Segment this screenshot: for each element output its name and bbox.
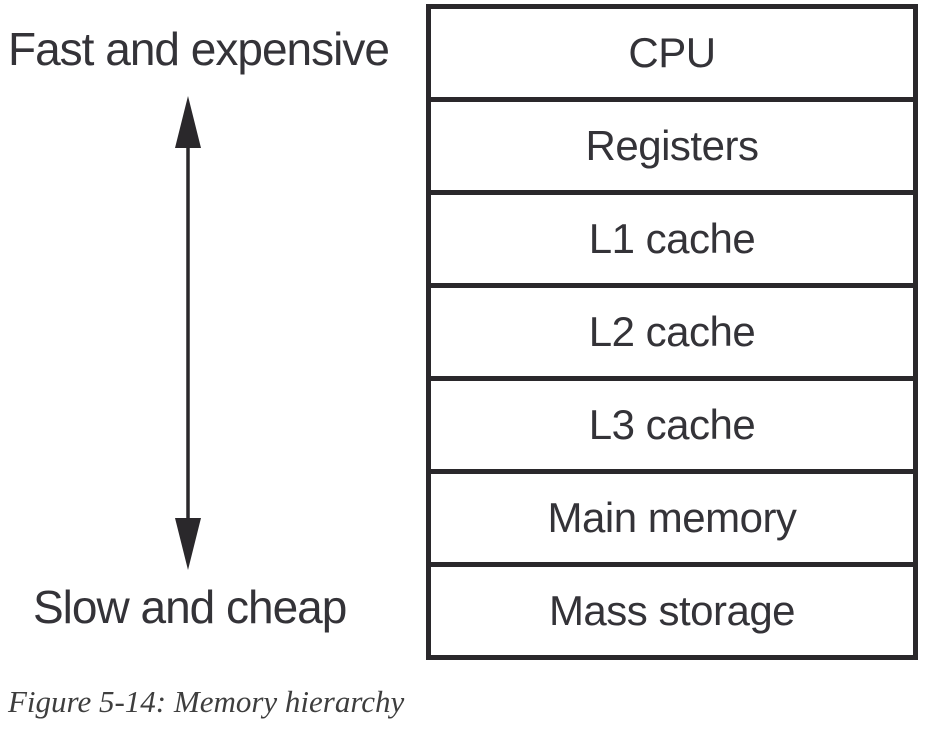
stack-box-l3-cache: L3 cache xyxy=(431,381,913,474)
stack-box-registers: Registers xyxy=(431,102,913,195)
stack-box-l2-cache: L2 cache xyxy=(431,288,913,381)
memory-stack: CPU Registers L1 cache L2 cache L3 cache… xyxy=(426,4,918,660)
stack-box-main-memory: Main memory xyxy=(431,474,913,567)
fast-expensive-label: Fast and expensive xyxy=(8,23,390,75)
stack-box-mass-storage: Mass storage xyxy=(548,587,796,634)
speed-cost-double-arrow-icon xyxy=(175,96,201,570)
stack-box-cpu: CPU xyxy=(431,9,913,102)
stack-box-l1-cache: L1 cache xyxy=(431,195,913,288)
slow-cheap-label: Slow and cheap xyxy=(33,581,347,633)
figure-caption: Figure 5-14: Memory hierarchy xyxy=(8,684,405,719)
